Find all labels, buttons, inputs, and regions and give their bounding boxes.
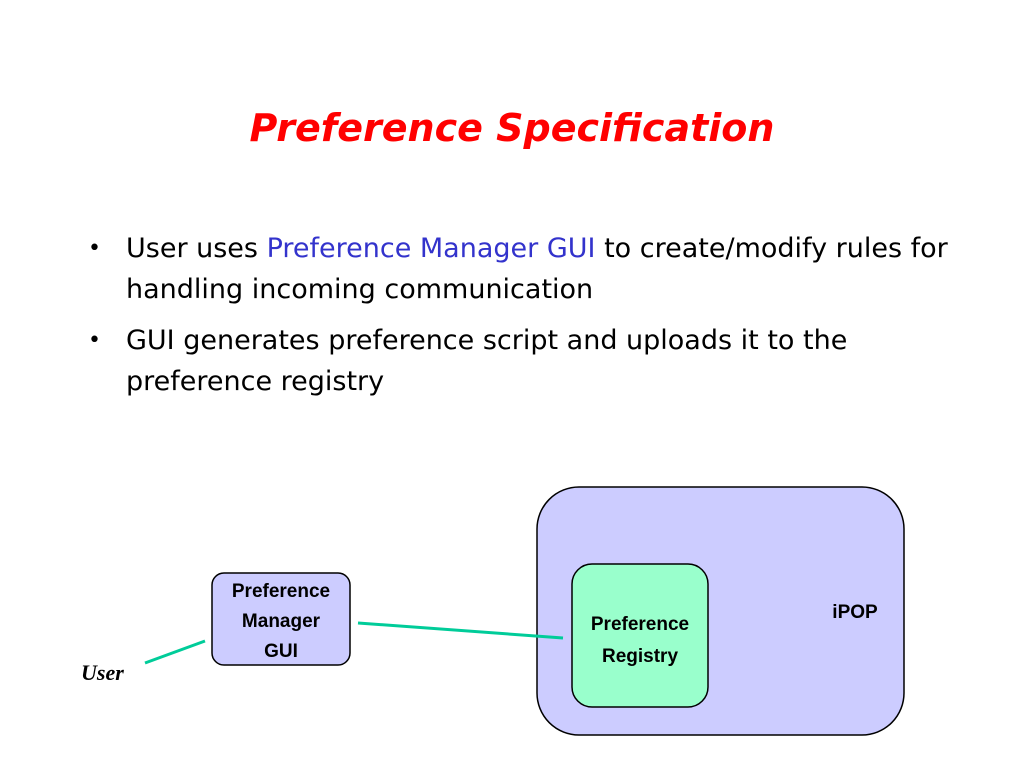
gui-label-line1: Preference bbox=[232, 581, 330, 602]
bullet-dot-icon: • bbox=[88, 236, 101, 261]
gui-label-line2: Manager bbox=[242, 611, 321, 632]
bullet-item-2: • GUI generates preference script and up… bbox=[88, 320, 948, 402]
registry-label-line1: Preference bbox=[591, 614, 689, 635]
connector-user-gui bbox=[144, 639, 206, 665]
gui-label-line3: GUI bbox=[264, 641, 298, 662]
bullet-dot-icon: • bbox=[88, 328, 101, 353]
gui-box bbox=[211, 572, 351, 666]
bullet-list: • User uses Preference Manager GUI to cr… bbox=[88, 228, 948, 412]
bullet-1-after: to bbox=[595, 233, 632, 264]
connector-gui-registry bbox=[357, 621, 564, 640]
slide-title: Preference Specification bbox=[249, 106, 775, 150]
ipop-label: iPOP bbox=[832, 602, 878, 623]
bullet-item-1: • User uses Preference Manager GUI to cr… bbox=[88, 228, 948, 310]
registry-box bbox=[571, 563, 709, 708]
bullet-2-text: GUI generates preference script and uplo… bbox=[126, 325, 848, 397]
bullet-1-before: User uses bbox=[126, 233, 267, 264]
user-label: User bbox=[81, 660, 124, 685]
bullet-1-rest: create/modify rules for handling incomin… bbox=[126, 233, 948, 305]
registry-label-line2: Registry bbox=[602, 646, 678, 667]
bullet-1-highlight: Preference Manager GUI bbox=[266, 233, 596, 264]
